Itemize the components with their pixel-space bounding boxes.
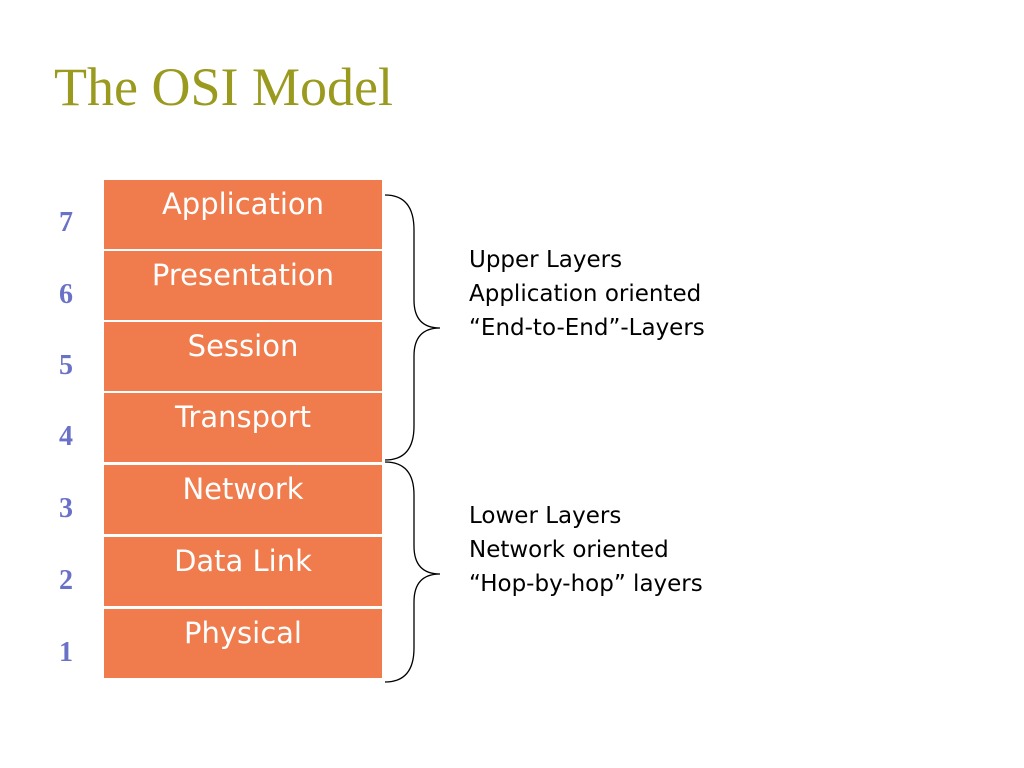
upper-layers-heading: Upper Layers	[469, 247, 623, 273]
layer-number-2: 2	[59, 565, 73, 596]
layer-session: Session	[104, 322, 382, 391]
layer-transport: Transport	[104, 393, 382, 462]
lower-layers-orientation: Network oriented	[469, 537, 669, 563]
lower-layers-scope: “Hop-by-hop” layers	[469, 571, 703, 597]
layer-data-link: Data Link	[104, 537, 382, 606]
upper-layers-brace	[384, 194, 441, 461]
layer-number-5: 5	[59, 350, 73, 381]
slide-title: The OSI Model	[54, 57, 393, 117]
upper-layers-orientation: Application oriented	[469, 281, 702, 307]
layer-physical: Physical	[104, 609, 382, 678]
lower-layers-description: Lower Layers Network oriented “Hop-by-ho…	[469, 499, 703, 601]
upper-layers-description: Upper Layers Application oriented “End-t…	[469, 243, 705, 345]
layer-number-7: 7	[59, 207, 73, 238]
layer-number-6: 6	[59, 279, 73, 310]
layer-presentation: Presentation	[104, 251, 382, 320]
layer-number-4: 4	[59, 421, 73, 452]
layer-number-1: 1	[59, 637, 73, 668]
layer-number-3: 3	[59, 493, 73, 524]
brace-group	[384, 194, 441, 683]
osi-layer-stack: Application Presentation Session Transpo…	[102, 179, 382, 679]
lower-layers-brace	[384, 461, 441, 683]
lower-layers-heading: Lower Layers	[469, 503, 622, 529]
upper-layers-scope: “End-to-End”-Layers	[469, 315, 705, 341]
layer-network: Network	[104, 465, 382, 534]
layer-application: Application	[104, 180, 382, 249]
